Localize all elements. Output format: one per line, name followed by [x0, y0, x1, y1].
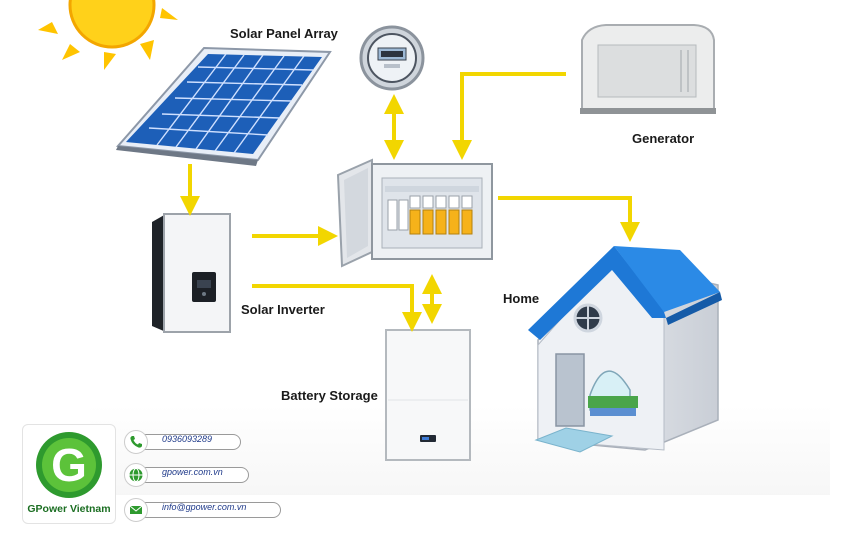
arrow-panel-to-home [498, 196, 640, 242]
phone-icon [124, 430, 148, 454]
sun-icon [38, 0, 178, 70]
label-solar-panel-array: Solar Panel Array [230, 26, 338, 41]
phone-number: 0936093289 [162, 434, 213, 444]
website-url: gpower.com.vn [162, 467, 223, 477]
house [528, 246, 722, 453]
contact-phone[interactable]: 0936093289 [124, 430, 242, 454]
arrow-inverter-to-battery [252, 284, 422, 332]
breaker-panel [336, 158, 493, 268]
mail-icon [124, 498, 148, 522]
contact-email-pill [138, 502, 281, 518]
battery-storage [385, 329, 471, 461]
label-generator: Generator [632, 131, 695, 146]
brand-name: GPower Vietnam [27, 503, 111, 515]
brand-logo: G GPower Vietnam [22, 424, 116, 524]
label-home: Home [503, 291, 540, 306]
contact-website[interactable]: gpower.com.vn [124, 463, 252, 487]
g-logo-icon: G [36, 432, 102, 498]
flow-arrows [180, 72, 640, 332]
label-battery-storage: Battery Storage [281, 388, 378, 403]
logo-letter: G [51, 439, 87, 491]
contact-email[interactable]: info@gpower.com.vn [124, 498, 284, 522]
generator [580, 24, 716, 114]
contact-phone-pill [138, 434, 241, 450]
arrow-generator-to-panel [452, 72, 566, 160]
solar-inverter [152, 213, 231, 333]
globe-icon [124, 463, 148, 487]
email-address: info@gpower.com.vn [162, 502, 247, 512]
contact-website-pill [138, 467, 249, 483]
electric-meter [359, 25, 425, 91]
label-solar-inverter: Solar Inverter [241, 302, 325, 317]
solar-panel-array [115, 46, 332, 166]
